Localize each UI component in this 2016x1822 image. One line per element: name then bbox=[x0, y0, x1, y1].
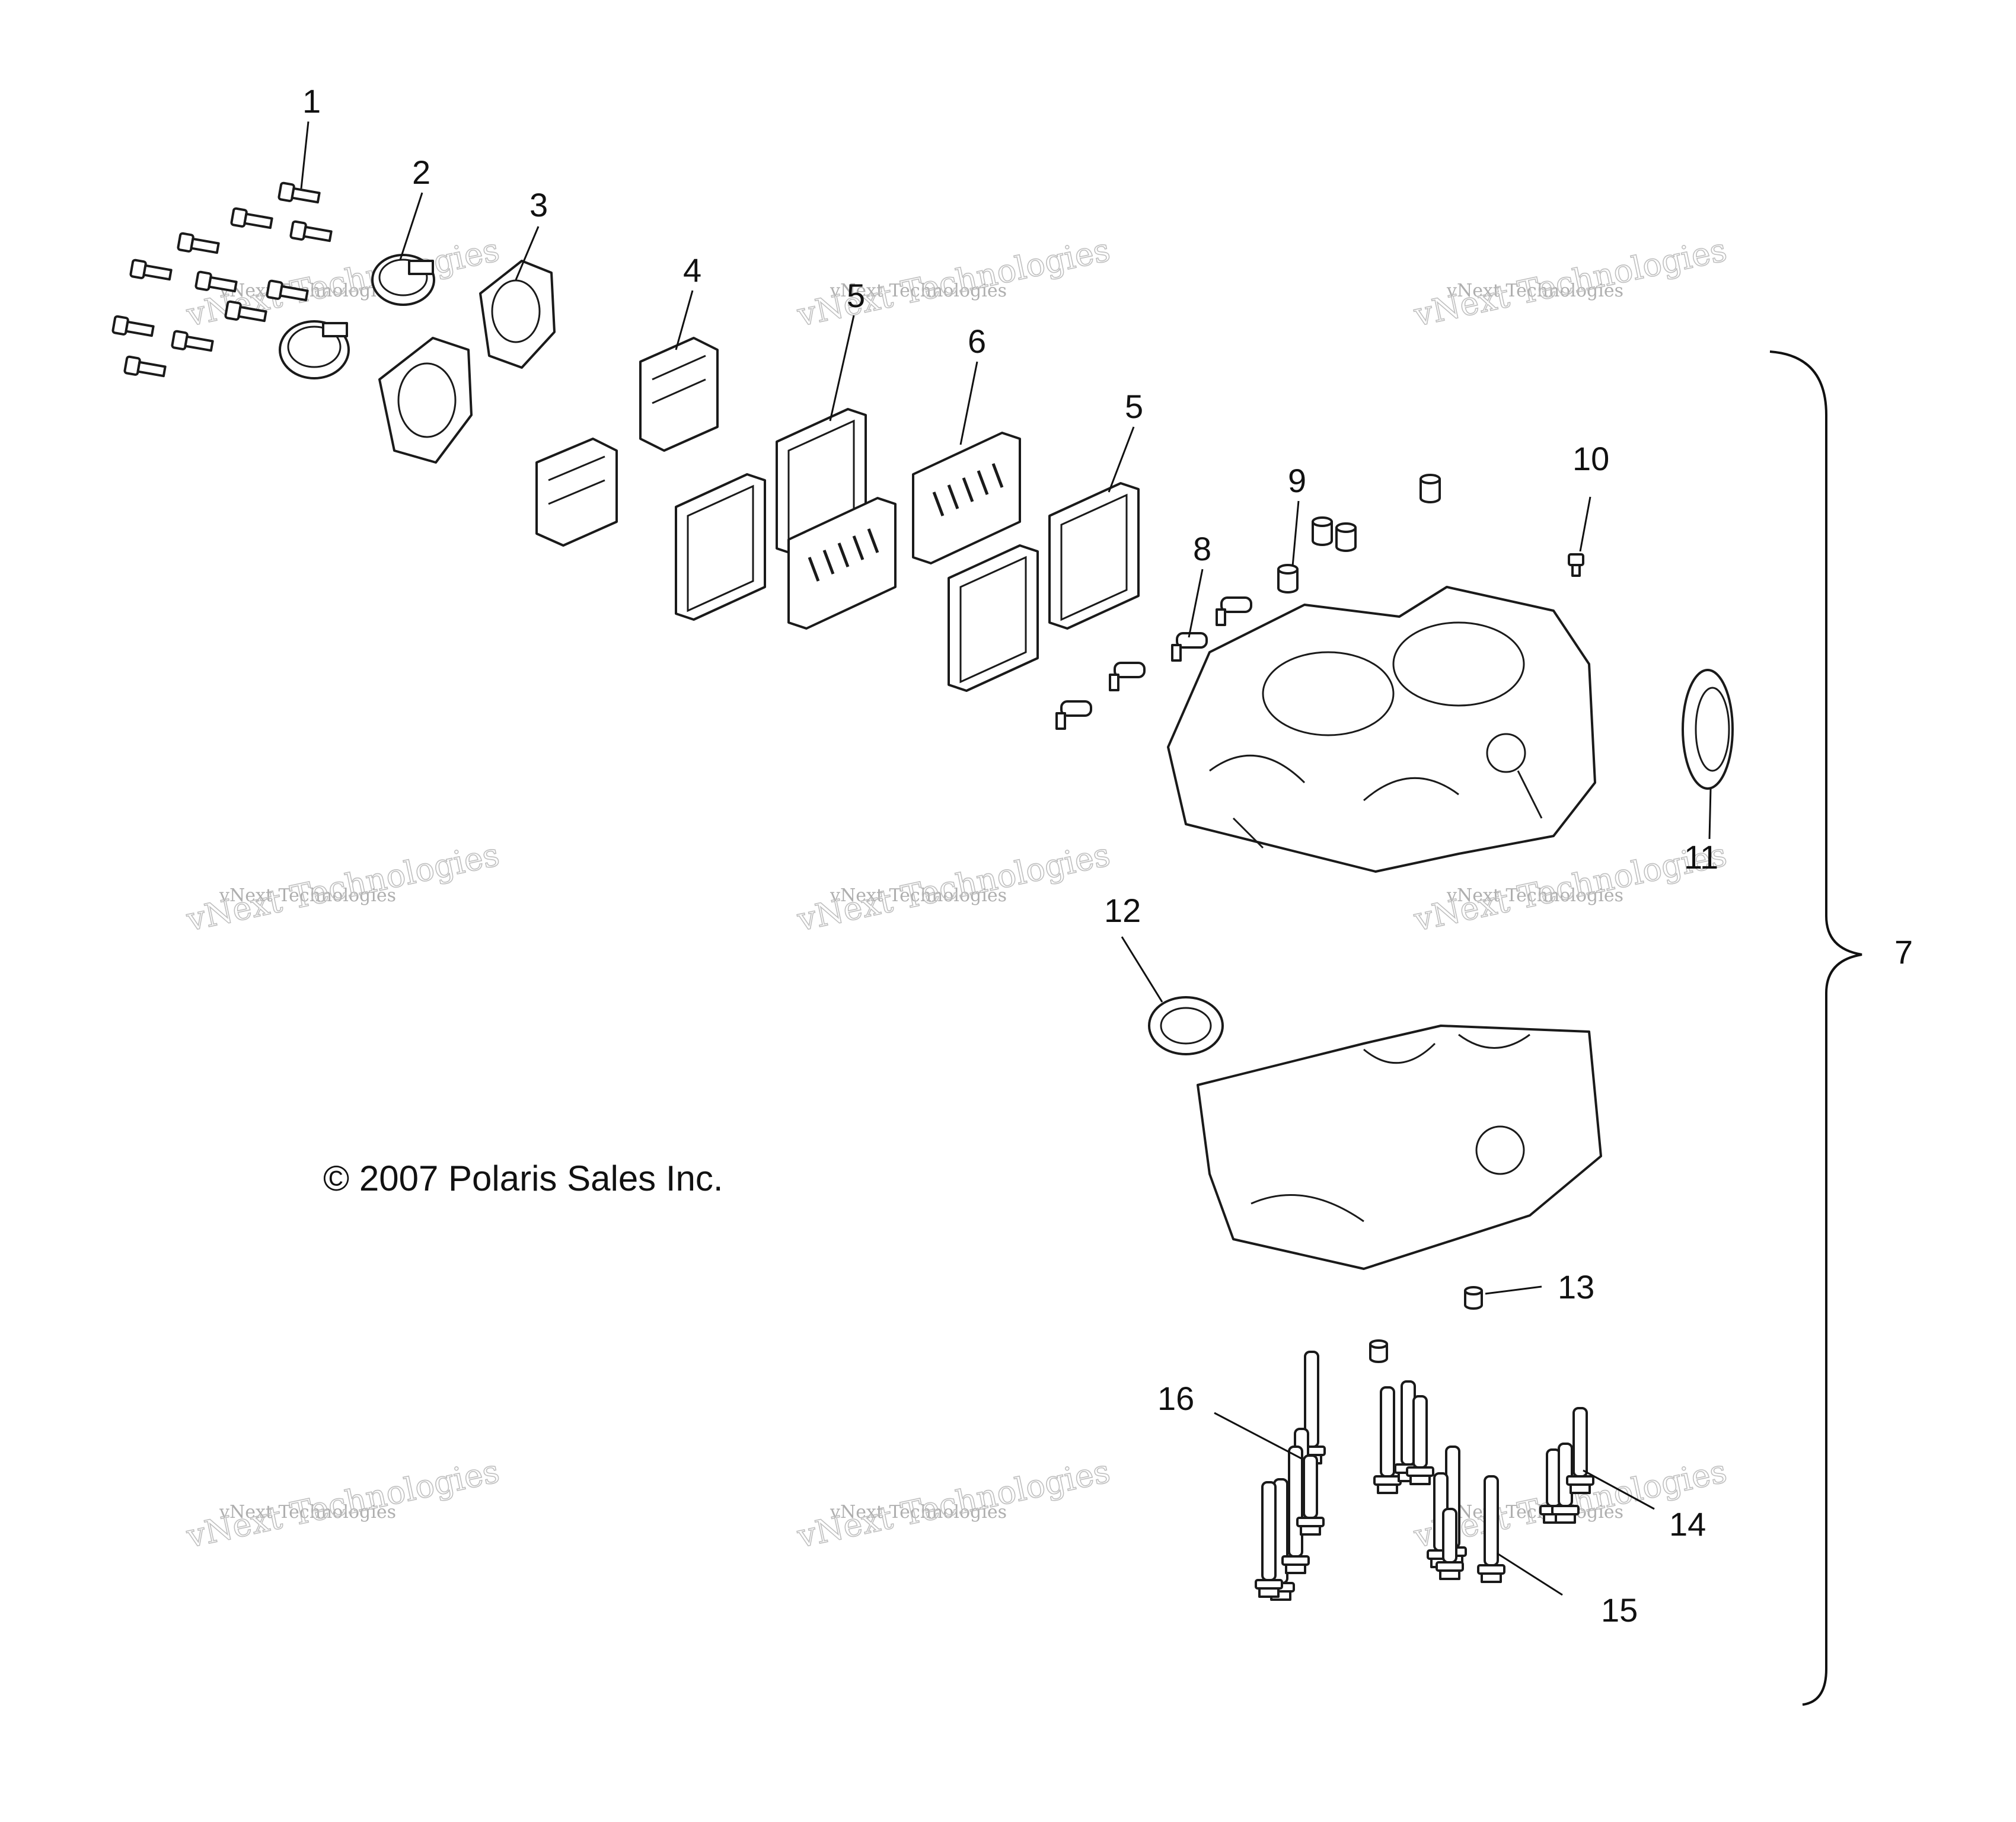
watermark-text: vNext Technologies bbox=[219, 1502, 396, 1523]
part-gaskets bbox=[675, 408, 1140, 692]
watermark-text: vNext Technologies bbox=[830, 1502, 1007, 1523]
watermark: vNext Technologies vNext Technologies bbox=[793, 231, 1114, 334]
watermark: vNext Technologies vNext Technologies bbox=[1410, 231, 1730, 334]
part-dowels-13 bbox=[1369, 1286, 1483, 1363]
callout-14: 14 bbox=[1669, 1505, 1706, 1543]
assembly-brace bbox=[1769, 350, 1862, 1706]
callout-11: 11 bbox=[1684, 838, 1718, 876]
part-reed-valves bbox=[787, 432, 1021, 630]
callout-4: 4 bbox=[683, 251, 701, 289]
part-bolts-small bbox=[111, 181, 333, 378]
watermark-text: vNext Technologies bbox=[830, 280, 1007, 301]
callout-labels: 1 2 3 4 5 5 6 8 9 10 11 7 12 13 14 15 16 bbox=[302, 82, 1913, 1629]
part-fittings bbox=[1055, 596, 1252, 730]
watermark-text: vNext Technologies bbox=[1446, 1502, 1623, 1523]
part-intake-flanges bbox=[378, 260, 556, 464]
part-dowels bbox=[1277, 474, 1441, 593]
callout-12: 12 bbox=[1104, 892, 1141, 929]
watermark-text: vNext Technologies bbox=[1446, 885, 1623, 906]
callout-1: 1 bbox=[302, 82, 321, 120]
copyright-notice: © 2007 Polaris Sales Inc. bbox=[323, 1159, 723, 1198]
watermark-text: vNext Technologies bbox=[219, 885, 396, 906]
callout-13: 13 bbox=[1558, 1268, 1594, 1306]
callout-6: 6 bbox=[968, 323, 986, 360]
part-reed-spacers bbox=[535, 337, 719, 547]
part-long-bolts bbox=[1255, 1351, 1594, 1601]
watermark: vNext Technologies vNext Technologies bbox=[793, 1452, 1114, 1556]
watermark-text: vNext Technologies bbox=[830, 885, 1007, 906]
callout-9: 9 bbox=[1288, 462, 1306, 499]
callout-15: 15 bbox=[1601, 1591, 1638, 1629]
callout-5b: 5 bbox=[1125, 388, 1143, 425]
leader-lines bbox=[300, 121, 1712, 1596]
callout-8: 8 bbox=[1193, 530, 1211, 567]
part-seal-12 bbox=[1148, 996, 1224, 1055]
part-lower-crankcase bbox=[1197, 1025, 1602, 1270]
part-seal-11 bbox=[1682, 669, 1734, 790]
part-upper-crankcase bbox=[1167, 586, 1596, 873]
watermark: vNext Technologies vNext Technologies bbox=[793, 835, 1114, 939]
callout-16: 16 bbox=[1157, 1380, 1194, 1417]
callout-5a: 5 bbox=[847, 277, 865, 314]
part-hose-clamps bbox=[279, 254, 435, 379]
callout-3: 3 bbox=[529, 186, 548, 224]
callout-10: 10 bbox=[1572, 440, 1609, 477]
watermark: vNext Technologies vNext Technologies bbox=[183, 1452, 503, 1556]
part-plug bbox=[1568, 553, 1584, 577]
watermark: vNext Technologies vNext Technologies bbox=[183, 835, 503, 939]
watermark-text: vNext Technologies bbox=[1446, 280, 1623, 301]
callout-7: 7 bbox=[1894, 933, 1913, 971]
callout-2: 2 bbox=[412, 154, 430, 191]
